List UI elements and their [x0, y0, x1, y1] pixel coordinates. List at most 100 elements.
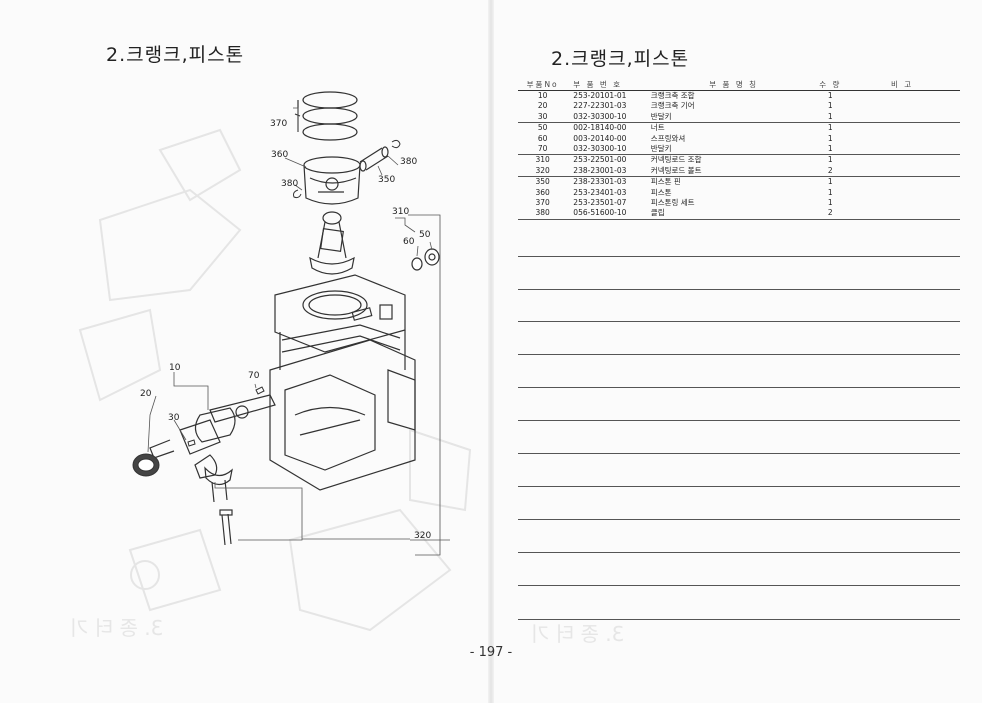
remarks-cell	[844, 144, 960, 156]
part-no-cell: 370	[535, 198, 550, 208]
woodruff-key-drawing	[255, 386, 265, 395]
callout-350: 350	[378, 175, 395, 185]
part-no-cell: 50	[537, 123, 548, 133]
table-rule	[518, 321, 960, 322]
callout-10: 10	[169, 363, 181, 373]
header-part-name: 부 품 명 칭	[650, 79, 817, 91]
table-rule	[518, 387, 960, 388]
part-name-cell: 클립	[650, 208, 817, 220]
part-number-cell: 253-23501-07	[573, 198, 627, 208]
part-name-cell: 반달키	[650, 111, 817, 124]
table-rule	[518, 354, 960, 355]
crankcase-cylinder-drawing	[269, 274, 416, 491]
part-number-cell: 032-30300-10	[567, 144, 651, 156]
quantity-cell: 1	[827, 155, 833, 165]
quantity-cell: 2	[816, 208, 845, 220]
remarks-cell	[844, 198, 960, 208]
quantity-cell: 1	[816, 144, 845, 156]
show-through-text-right: 3. 종 터 기	[531, 622, 625, 646]
callout-60: 60	[403, 237, 415, 247]
part-number-cell: 003-20140-00	[573, 133, 627, 143]
header-part-no: 부품No	[518, 79, 568, 91]
remarks-cell	[844, 177, 960, 188]
piston-drawing	[303, 156, 361, 205]
callout-310: 310	[392, 207, 409, 217]
quantity-cell: 1	[827, 101, 833, 111]
quantity-cell: 1	[827, 133, 833, 143]
quantity-cell: 1	[827, 177, 833, 187]
callout-leader-lines	[147, 107, 450, 556]
clip-right-drawing	[391, 139, 401, 149]
show-through-text-left: 3. 종 터 기	[70, 616, 164, 640]
callout-30: 30	[168, 413, 180, 423]
show-through-artwork	[78, 128, 472, 632]
page-gutter	[488, 0, 494, 703]
part-name-cell: 피스톤 핀	[650, 177, 681, 187]
part-number-cell: 253-23401-03	[573, 187, 627, 197]
table-rule	[518, 420, 960, 421]
remarks-cell	[844, 155, 960, 166]
callout-20: 20	[140, 389, 152, 399]
part-no-cell: 70	[518, 144, 568, 156]
remarks-cell	[844, 123, 960, 134]
part-number-cell: 002-18140-00	[573, 123, 627, 133]
part-number-cell: 056-51600-10	[567, 208, 651, 220]
part-no-cell: 10	[537, 91, 548, 100]
part-number-cell: 238-23301-03	[573, 177, 627, 187]
part-name-cell: 크랭크축 기어	[650, 101, 695, 111]
table-rule	[518, 585, 960, 586]
quantity-cell: 1	[816, 111, 845, 124]
parts-table-row: 350 238-23301-03 피스톤 핀 1	[518, 177, 960, 188]
callout-380-left: 380	[281, 179, 298, 189]
table-rule	[518, 289, 960, 290]
part-no-cell: 350	[535, 177, 550, 187]
part-number-cell: 227-22301-03	[573, 101, 627, 111]
part-number-cell: 238-23001-03	[567, 165, 651, 178]
left-page-title: 2.크랭크,피스톤	[106, 44, 245, 66]
nut-washer-drawing	[411, 248, 440, 271]
table-rule	[518, 519, 960, 520]
part-name-cell: 피스톤링 세트	[650, 198, 695, 208]
table-rule	[518, 552, 960, 553]
quantity-cell: 1	[827, 187, 833, 197]
callout-320: 320	[414, 531, 431, 541]
callout-360: 360	[271, 150, 288, 160]
connecting-rod-drawing	[309, 211, 355, 275]
part-no-cell: 60	[537, 133, 548, 143]
part-name-cell: 크랭크축 조합	[650, 91, 695, 100]
part-name-cell: 커넥팅로드 볼트	[650, 165, 817, 178]
part-no-cell: 320	[518, 165, 568, 178]
woodruff-key-lower-drawing	[187, 439, 196, 447]
header-remarks: 비 고	[844, 79, 960, 91]
piston-pin-drawing	[359, 146, 389, 172]
callout-70: 70	[248, 371, 260, 381]
part-name-cell: 커넥팅로드 조합	[650, 155, 702, 165]
part-no-cell: 380	[518, 208, 568, 220]
remarks-cell	[844, 101, 960, 111]
remarks-cell	[844, 111, 960, 124]
crankshaft-drawing	[149, 394, 276, 479]
parts-table-header: 부품No 부 품 번 호 부 품 명 칭 수 량 비 고	[518, 79, 960, 91]
piston-ring-set-drawing	[294, 91, 358, 141]
part-no-cell: 30	[518, 111, 568, 124]
callout-370: 370	[270, 119, 287, 129]
table-rule	[518, 619, 960, 620]
right-page: 2.크랭크,피스톤 부품No 부 품 번 호 부 품 명 칭 수 량 비 고 1…	[470, 0, 982, 703]
part-number-cell: 032-30300-10	[567, 111, 651, 124]
crank-gear-drawing	[132, 453, 160, 477]
clip-left-drawing	[293, 189, 302, 199]
header-quantity: 수 량	[816, 79, 845, 91]
